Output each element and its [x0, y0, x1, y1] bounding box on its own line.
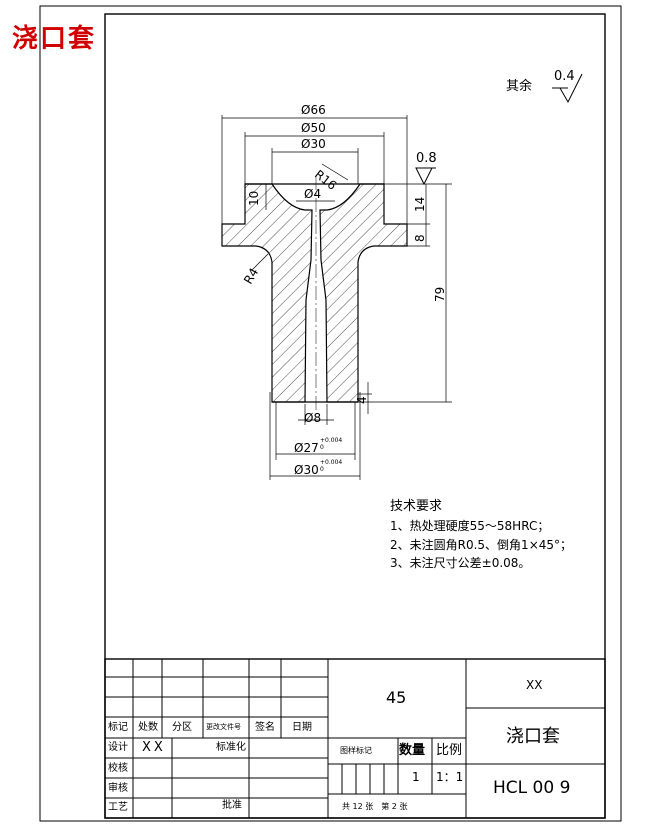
- dim-d4: Ø4: [304, 187, 322, 201]
- col-date: 日期: [292, 722, 312, 733]
- designer-name: XX: [142, 740, 166, 755]
- dim-h79: 79: [433, 286, 447, 302]
- outer-border: [39, 5, 622, 822]
- dim-h14: 14: [413, 196, 427, 212]
- dim-d27-tol-lower: 0: [320, 444, 324, 451]
- top-roughness-value: 0.8: [416, 151, 437, 166]
- dim-d66: Ø66: [301, 103, 326, 117]
- title-block-grid: [104, 658, 606, 819]
- col-sign: 签名: [255, 722, 275, 733]
- roughness-symbol-general: [552, 73, 583, 104]
- dim-h8: 8: [413, 234, 427, 242]
- col-count: 处数: [138, 722, 158, 733]
- process-label: 工艺: [108, 802, 128, 813]
- tech-requirement-2: 2、未注圆角R0.5、倒角1×45°；: [390, 538, 573, 552]
- quantity-label: 数量: [399, 743, 426, 758]
- dim-h4: 4: [355, 396, 369, 404]
- dim-d30-bottom-value: Ø30: [294, 463, 319, 477]
- dim-d27-value: Ø27: [294, 441, 319, 455]
- material: 45: [386, 688, 407, 707]
- dim-d27-tol-upper: +0.004: [320, 437, 343, 444]
- roughness-symbol-top-face: [415, 167, 436, 186]
- approve-label: 批准: [222, 800, 242, 811]
- tech-requirement-3: 3、未注尺寸公差±0.08。: [390, 556, 531, 570]
- dim-h10: 10: [247, 190, 261, 206]
- dimension-lines: [221, 115, 452, 480]
- section-right-half: [319, 183, 408, 403]
- section-left-half: [221, 183, 313, 403]
- review-label: 审核: [108, 783, 128, 794]
- dim-d30-bottom-tol-upper: +0.004: [320, 459, 343, 466]
- scale-label: 比例: [436, 743, 463, 758]
- dim-d27: Ø27 +0.004 0: [294, 437, 342, 455]
- quantity-value: 1: [412, 770, 420, 784]
- col-zone: 分区: [172, 722, 192, 733]
- tech-requirements-title: 技术要求: [390, 499, 443, 514]
- others-roughness-label: 其余: [506, 79, 533, 94]
- others-roughness-value: 0.4: [554, 69, 575, 84]
- standardize-label: 标准化: [216, 742, 246, 753]
- col-mark: 标记: [108, 722, 128, 733]
- dim-d50: Ø50: [301, 121, 326, 135]
- stage-mark-label: 图样标记: [340, 746, 372, 755]
- dim-d30: Ø30: [301, 137, 326, 151]
- drawing-number: HCL 00 9: [493, 778, 571, 798]
- dim-d8: Ø8: [304, 411, 322, 425]
- dim-d30-bottom: Ø30 +0.004 0: [294, 459, 342, 477]
- check-label: 校核: [108, 763, 128, 774]
- scale-value: 1：1: [436, 770, 464, 784]
- tech-requirement-1: 1、热处理硬度55～58HRC；: [390, 519, 550, 533]
- dim-d30-bottom-tol-lower: 0: [320, 466, 324, 473]
- part-name: 浇口套: [506, 726, 560, 747]
- company: XX: [526, 678, 543, 692]
- part-section-view: [221, 176, 408, 412]
- design-label: 设计: [108, 742, 128, 753]
- col-change-doc: 更改文件号: [206, 723, 241, 731]
- corner-title: 浇口套: [12, 24, 97, 54]
- sheet-count: 共 12 张 第 2 张: [342, 802, 408, 811]
